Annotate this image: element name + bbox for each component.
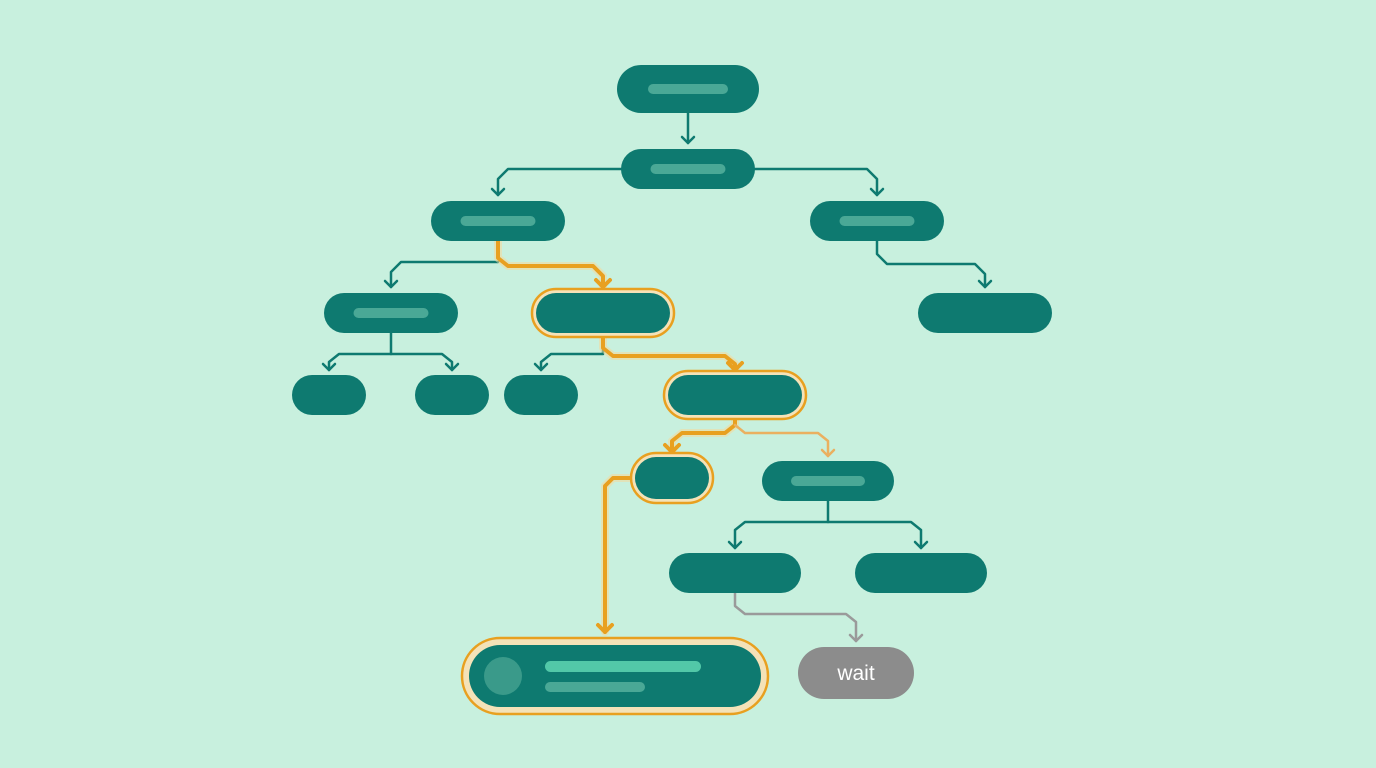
edge-l3-a-to-l4-a2 (389, 352, 460, 372)
arrow-head-icon (848, 633, 864, 643)
arrow-head-icon (596, 623, 614, 634)
node-l1[interactable] (621, 149, 755, 189)
edge-line (496, 167, 623, 197)
arrow-head-icon (594, 278, 612, 289)
node-body (668, 375, 802, 415)
node-body (292, 375, 366, 415)
edge-l1-to-l2-left (490, 167, 623, 197)
node-l2-right[interactable] (810, 201, 944, 241)
edge-l2-left-to-l3-a (383, 260, 500, 289)
edge-line (389, 260, 500, 289)
node-l3-c[interactable] (918, 293, 1052, 333)
edge-l3-a-to-l4-a1 (321, 331, 393, 372)
placeholder-text-bar (545, 682, 645, 692)
placeholder-text-bar (791, 476, 865, 486)
edge-l5-b-to-l6-b (826, 520, 929, 550)
edge-root-to-l1 (680, 111, 696, 145)
edge-line (733, 423, 830, 458)
arrow-head-icon (820, 448, 836, 458)
arrow-head-icon (533, 362, 549, 372)
node-l3-a[interactable] (324, 293, 458, 333)
node-l6-a[interactable] (669, 553, 801, 593)
node-body (798, 647, 914, 699)
node-body (415, 375, 489, 415)
edge-line (875, 239, 987, 289)
node-body (669, 553, 801, 593)
nodes: wait (292, 65, 1052, 716)
edge-line (753, 167, 879, 197)
edge-l4-b2-to-l5-b (733, 423, 836, 458)
node-l4-b1[interactable] (504, 375, 578, 415)
node-l2-left[interactable] (431, 201, 565, 241)
node-body (536, 293, 670, 333)
edge-line (670, 413, 737, 454)
node-l4-b2[interactable] (662, 369, 808, 421)
edge-line (603, 476, 637, 634)
edges (321, 111, 993, 643)
node-l4-a2[interactable] (415, 375, 489, 415)
placeholder-text-bar (353, 308, 429, 318)
avatar-icon (484, 657, 522, 695)
node-l5-a[interactable] (629, 451, 715, 505)
placeholder-text-bar (839, 216, 915, 226)
edge-l5-a-to-result (596, 474, 639, 636)
edge-l6-a-to-wait (733, 591, 864, 643)
edge-l2-right-to-l3-c (875, 239, 993, 289)
placeholder-text-bar (460, 216, 536, 226)
arrow-head-icon (913, 540, 929, 550)
node-l6-b[interactable] (855, 553, 987, 593)
arrow-head-icon (444, 362, 460, 372)
node-l5-b[interactable] (762, 461, 894, 501)
edge-l5-b-to-l6-a (727, 499, 830, 550)
edge-line (601, 331, 737, 372)
node-l3-b[interactable] (530, 287, 676, 339)
edge-line (496, 239, 605, 289)
node-label: wait (836, 662, 875, 685)
edge-line (327, 331, 393, 372)
edge-line (733, 499, 830, 550)
arrow-head-icon (869, 187, 885, 197)
node-body (855, 553, 987, 593)
edge-l1-to-l2-right (753, 167, 885, 197)
placeholder-text-bar (648, 84, 728, 94)
arrow-head-icon (321, 362, 337, 372)
edge-line (733, 591, 858, 643)
node-root[interactable] (617, 65, 759, 113)
node-body (635, 457, 709, 499)
arrow-head-icon (727, 540, 743, 550)
placeholder-text-bar (650, 164, 726, 174)
node-wait[interactable]: wait (798, 647, 914, 699)
placeholder-text-bar (545, 661, 701, 672)
node-body (504, 375, 578, 415)
arrow-head-icon (977, 279, 993, 289)
arrow-head-icon (490, 187, 506, 197)
node-result[interactable] (460, 636, 770, 716)
edge-line (389, 352, 454, 372)
node-body (918, 293, 1052, 333)
arrow-head-icon (680, 135, 696, 145)
node-body (469, 645, 761, 707)
node-l4-a1[interactable] (292, 375, 366, 415)
arrow-head-icon (383, 279, 399, 289)
edge-l2-left-to-l3-b (494, 237, 612, 291)
edge-line (826, 520, 923, 550)
